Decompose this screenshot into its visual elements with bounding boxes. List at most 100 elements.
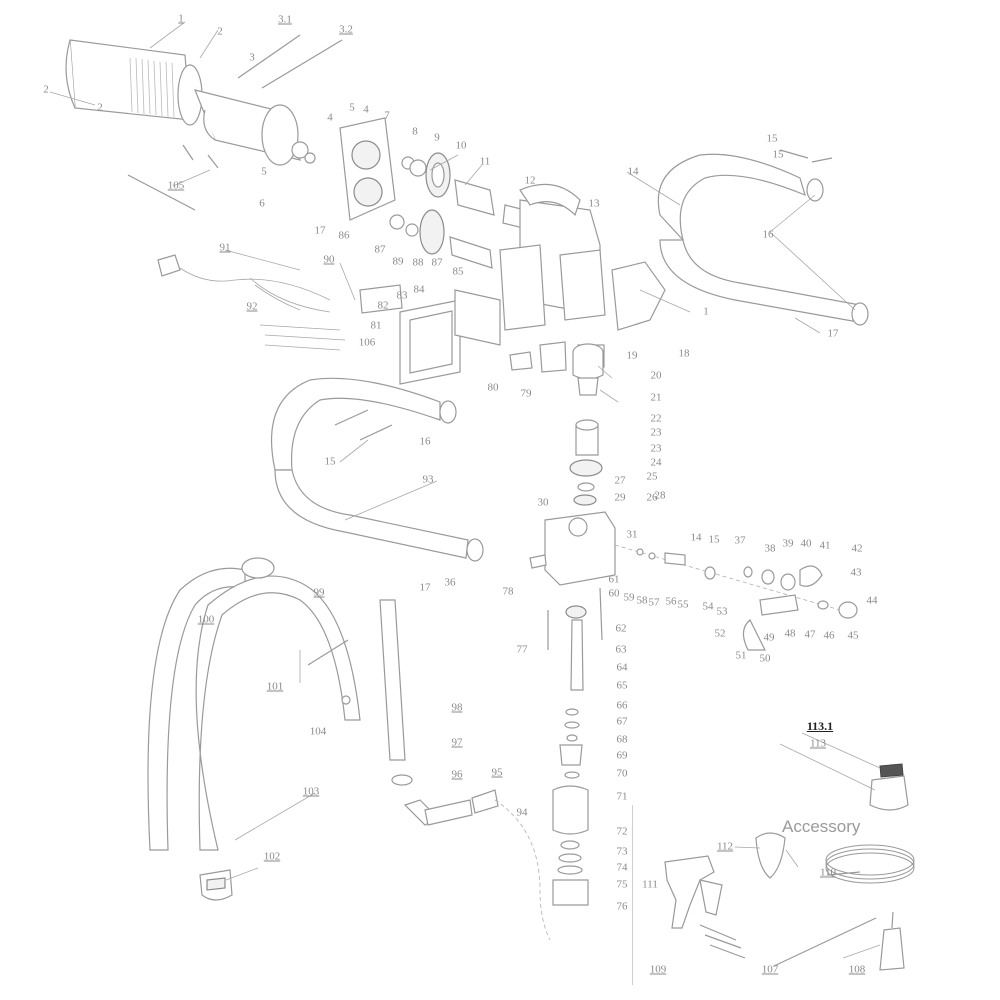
- part-label: 54: [702, 600, 714, 613]
- part-label: 6: [259, 197, 265, 210]
- part-label: 36: [444, 576, 456, 589]
- part-label: 4: [363, 103, 369, 116]
- part-label: 46: [823, 629, 835, 642]
- part-label: 56: [665, 595, 677, 608]
- part-label: 10: [455, 139, 467, 152]
- part-label: 23: [650, 426, 662, 439]
- part-label: 111: [642, 878, 658, 891]
- part-label: 76: [616, 900, 628, 913]
- part-label: 14: [627, 165, 639, 178]
- part-label: 51: [735, 649, 747, 662]
- part-label: 87: [431, 256, 443, 269]
- part-label: 2: [43, 83, 49, 96]
- part-label: 47: [804, 628, 816, 641]
- part-label: 3: [249, 51, 255, 64]
- motor-rods: [127, 34, 343, 211]
- part-label: 2: [217, 25, 223, 38]
- part-label: 87: [374, 243, 386, 256]
- part-label: 44: [866, 594, 878, 607]
- cables: [157, 254, 346, 351]
- part-label: 98: [451, 701, 463, 714]
- part-label: 30: [537, 496, 549, 509]
- part-label: 43: [850, 566, 862, 579]
- part-label: 57: [648, 596, 660, 609]
- part-label: 80: [487, 381, 499, 394]
- part-label: 58: [636, 594, 648, 607]
- part-label: 12: [524, 174, 536, 187]
- frame-right: [611, 149, 869, 331]
- part-label: 55: [677, 598, 689, 611]
- part-label: 82: [377, 299, 389, 312]
- part-label: 37: [734, 534, 746, 547]
- part-label: 8: [412, 125, 418, 138]
- part-label: 66: [616, 699, 628, 712]
- part-label: 113: [809, 737, 827, 750]
- part-label: 1: [703, 305, 709, 318]
- part-label: 31: [626, 528, 638, 541]
- part-label: 26: [646, 491, 658, 504]
- part-label: 75: [616, 878, 628, 891]
- part-label: 29: [614, 491, 626, 504]
- part-label: 39: [782, 537, 794, 550]
- part-label: 28: [654, 489, 666, 502]
- part-label: 13: [588, 197, 600, 210]
- part-label: 27: [614, 474, 626, 487]
- part-label: 14: [690, 531, 702, 544]
- part-label: 25: [646, 470, 658, 483]
- motor: [65, 39, 302, 166]
- part-label: 104: [309, 725, 327, 738]
- highlight-label-113-1: 113.1: [806, 719, 834, 733]
- part-label: 15: [324, 455, 336, 468]
- part-label: 107: [761, 963, 779, 976]
- part-label: 17: [314, 224, 326, 237]
- part-label: 7: [384, 109, 390, 122]
- part-label: 19: [626, 349, 638, 362]
- part-label: 108: [848, 963, 866, 976]
- part-label: 79: [520, 387, 532, 400]
- accessory-divider: [632, 805, 633, 985]
- part-label: 42: [851, 542, 863, 555]
- part-label: 64: [616, 661, 628, 674]
- part-label: 53: [716, 605, 728, 618]
- part-label: 15: [708, 533, 720, 546]
- part-label: 100: [197, 613, 215, 626]
- leader-lines: [49, 21, 881, 959]
- part-label: 60: [608, 587, 620, 600]
- part-label: 17: [419, 581, 431, 594]
- part-label: 92: [246, 300, 258, 313]
- part-label: 4: [327, 111, 333, 124]
- part-label: 68: [616, 733, 628, 746]
- outlet-valve: [614, 544, 858, 651]
- part-label: 5: [261, 165, 267, 178]
- part-label: 97: [451, 736, 463, 749]
- part-label: 102: [263, 850, 281, 863]
- part-label: 59: [623, 591, 635, 604]
- part-label: 24: [650, 456, 662, 469]
- part-label: 77: [516, 643, 528, 656]
- part-label: 105: [167, 179, 185, 192]
- part-label: 74: [616, 861, 628, 874]
- part-label: 86: [338, 229, 350, 242]
- part-label: 65: [616, 679, 628, 692]
- accessories: [664, 732, 915, 971]
- part-label: 94: [516, 806, 528, 819]
- gear-housing: [291, 117, 526, 269]
- part-label: 16: [762, 228, 774, 241]
- part-label: 11: [479, 155, 491, 168]
- part-label: 81: [370, 319, 382, 332]
- part-label: 93: [422, 473, 434, 486]
- part-label: 18: [678, 347, 690, 360]
- part-label: 16: [419, 435, 431, 448]
- part-label: 9: [434, 131, 440, 144]
- part-label: 62: [615, 622, 627, 635]
- pump-block: [499, 183, 606, 331]
- part-label: 110: [819, 866, 837, 879]
- accessory-title: Accessory: [782, 817, 861, 836]
- part-label: 49: [763, 631, 775, 644]
- part-label: 63: [615, 643, 627, 656]
- part-label: 109: [649, 963, 667, 976]
- part-label: 23: [650, 442, 662, 455]
- part-label: 106: [358, 336, 376, 349]
